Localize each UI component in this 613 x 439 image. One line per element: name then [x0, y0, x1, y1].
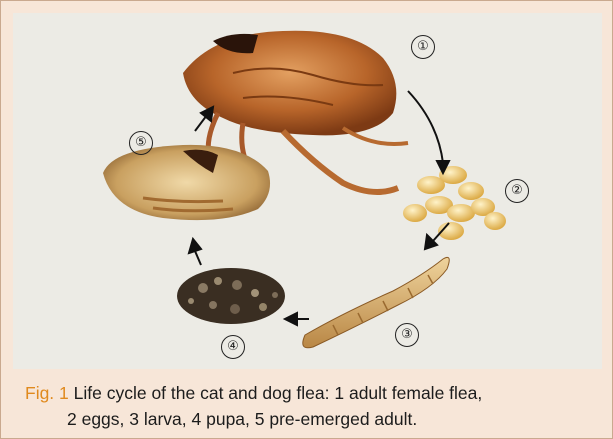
figure-label: Fig. 1	[25, 383, 69, 403]
stage-number-3: ③	[395, 323, 419, 347]
stage-number-2: ②	[505, 179, 529, 203]
caption-line-1: Fig. 1 Life cycle of the cat and dog fle…	[25, 383, 482, 404]
flea-eggs	[403, 166, 506, 240]
stage-number-5: ⑤	[129, 131, 153, 155]
pre-emerged-adult	[103, 145, 270, 220]
flea-larva	[303, 257, 449, 347]
caption-text-1: Life cycle of the cat and dog flea: 1 ad…	[69, 383, 482, 403]
stage-number-1: ①	[411, 35, 435, 59]
stage-number-4: ④	[221, 335, 245, 359]
caption-line-2: 2 eggs, 3 larva, 4 pupa, 5 pre-emerged a…	[67, 409, 417, 430]
figure-caption: Fig. 1 Life cycle of the cat and dog fle…	[1, 375, 612, 438]
lifecycle-photo: ① ② ③ ④ ⑤	[13, 13, 602, 369]
flea-pupa	[177, 268, 285, 324]
